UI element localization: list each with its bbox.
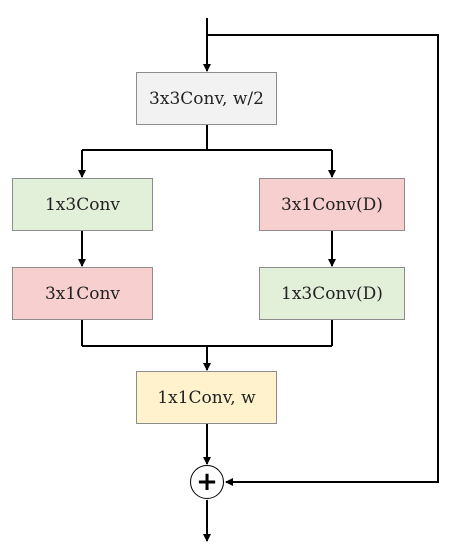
conv-3x1-label: 3x1Conv bbox=[44, 283, 120, 304]
conv-3x1-dilated-label: 3x1Conv(D) bbox=[281, 194, 383, 215]
conv-1x3-label: 1x3Conv bbox=[44, 194, 120, 215]
conv-1x3-dilated-label: 1x3Conv(D) bbox=[281, 283, 383, 304]
conv-3x3-half-width-box: 3x3Conv, w/2 bbox=[136, 72, 277, 125]
conv-1x3-dilated-box: 1x3Conv(D) bbox=[259, 267, 405, 320]
conv-3x3-half-width-label: 3x3Conv, w/2 bbox=[149, 88, 264, 109]
conv-1x3-box: 1x3Conv bbox=[12, 178, 153, 231]
conv-1x1-width-box: 1x1Conv, w bbox=[136, 371, 277, 424]
skip-connection-line bbox=[207, 34, 439, 486]
conv-1x1-width-label: 1x1Conv, w bbox=[157, 387, 256, 408]
conv-3x1-dilated-box: 3x1Conv(D) bbox=[259, 178, 405, 231]
sum-node: + bbox=[190, 465, 224, 499]
plus-icon: + bbox=[196, 467, 218, 497]
conv-3x1-box: 3x1Conv bbox=[12, 267, 153, 320]
